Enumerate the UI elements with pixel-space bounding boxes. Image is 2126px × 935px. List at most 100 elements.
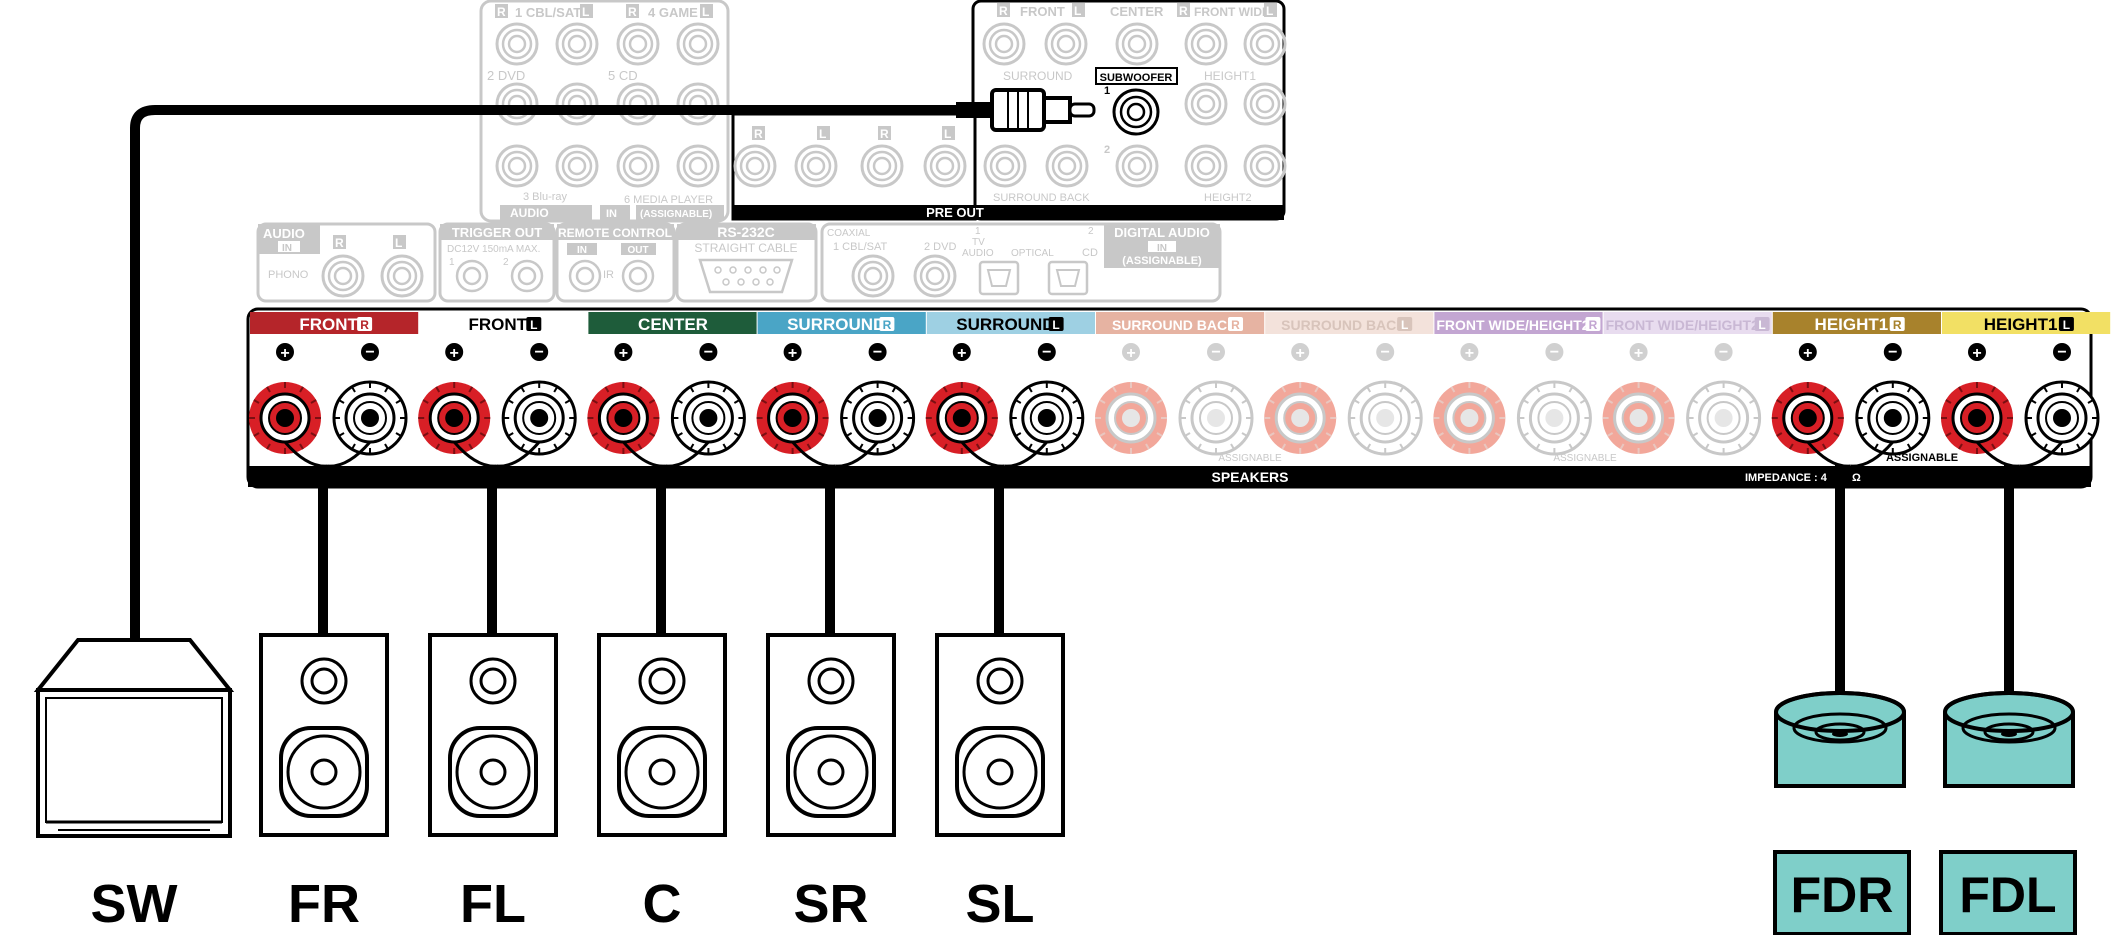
side-badge (879, 317, 895, 331)
label-fdl-box: FDL (1939, 850, 2077, 935)
channel-label-text: SURROUND BACK (1281, 317, 1406, 333)
minus-symbol: − (699, 343, 718, 361)
height-speaker-fdl (1943, 691, 2075, 788)
audio-row1-left-label: 1 CBL/SAT (515, 5, 581, 20)
channel-label-text: FRONT WIDE/HEIGHT2 (1606, 317, 1759, 333)
label-sr: SR (793, 874, 868, 934)
minus-terminal[interactable] (501, 380, 577, 456)
minus-terminal[interactable] (670, 380, 746, 456)
speakers-footer: SPEAKERS (1211, 469, 1288, 485)
side-badge (1754, 317, 1770, 331)
plus-symbol: + (1968, 343, 1986, 362)
plus-terminal[interactable] (756, 382, 829, 454)
speaker-terminal-pair-9[interactable]: +− (1771, 343, 1931, 468)
plus-terminal[interactable] (249, 382, 321, 454)
svg-text:−: − (1211, 344, 1220, 361)
minus-terminal[interactable] (1855, 380, 1931, 456)
svg-text:R: R (999, 4, 1008, 18)
preout-frontwide-label: FRONT WIDE (1194, 5, 1270, 19)
audio-r-badge-1: R (495, 4, 508, 19)
channel-label-text: FRONT WIDE/HEIGHT2 (1436, 317, 1589, 333)
speaker-terminal-pair-2[interactable]: +− (587, 343, 746, 468)
minus-symbol: − (1376, 343, 1395, 361)
speaker-terminal-pair-10[interactable]: +− (1941, 343, 2100, 468)
plus-symbol: + (1629, 343, 1648, 362)
label-fdr: FDR (1791, 867, 1894, 923)
minus-symbol: − (1207, 343, 1225, 361)
plus-terminal[interactable] (925, 382, 998, 454)
svg-text:1 CBL/SAT: 1 CBL/SAT (833, 241, 887, 253)
audio-footer-label: AUDIO (510, 206, 549, 220)
side-badge-text: R (883, 318, 892, 332)
speaker-sl (935, 633, 1065, 837)
subwoofer-jack[interactable] (1112, 88, 1160, 136)
speaker-fl (428, 633, 558, 837)
svg-text:−: − (1550, 344, 1559, 361)
preout-panel: PRE OUT FRONT CENTER FRONT WIDE SURROUND… (731, 0, 1287, 221)
plus-symbol: + (445, 343, 464, 362)
audio-row1-right-label: 4 GAME (648, 5, 698, 20)
minus-terminal[interactable] (840, 380, 916, 456)
side-badge-text: L (1758, 318, 1765, 332)
speaker-terminal-pair-3[interactable]: +− (756, 343, 916, 468)
plus-terminal[interactable] (1941, 382, 2013, 454)
channel-label-text: SURROUND BACK (1112, 317, 1237, 333)
svg-text:R: R (880, 127, 889, 141)
plus-terminal[interactable] (1771, 382, 1844, 454)
audio-footer-assignable: (ASSIGNABLE) (640, 209, 712, 220)
speaker-terminal-pair-6: +− (1264, 343, 1423, 456)
channel-label-text: FRONT (469, 315, 528, 334)
svg-text:L: L (395, 236, 402, 250)
svg-text:R: R (335, 236, 344, 250)
audio-r-badge-2: R (626, 4, 639, 19)
svg-text:DIGITAL AUDIO: DIGITAL AUDIO (1114, 225, 1210, 240)
minus-terminal[interactable] (332, 380, 408, 456)
plus-symbol: + (276, 343, 294, 362)
side-badge-text: L (530, 318, 537, 332)
preout-r-badge-3: R (752, 126, 765, 141)
minus-symbol: − (530, 343, 549, 361)
preout-l-badge-4: L (942, 126, 955, 141)
svg-text:L: L (582, 5, 589, 19)
side-badge (1397, 317, 1413, 331)
minus-terminal (1516, 380, 1592, 456)
height-speaker-fdr (1774, 691, 1906, 788)
plus-terminal[interactable] (587, 382, 660, 454)
speaker-terminal-pair-0[interactable]: +− (249, 343, 408, 468)
preout-r-badge-2: R (1177, 3, 1190, 18)
side-badge-text: L (1401, 318, 1408, 332)
svg-text:−: − (1042, 344, 1051, 361)
plus-terminal (1602, 382, 1675, 454)
svg-text:−: − (2057, 344, 2066, 361)
minus-terminal[interactable] (1009, 380, 1085, 456)
impedance-ohm: Ω (1852, 472, 1861, 484)
label-c: C (643, 874, 682, 934)
plus-symbol: + (614, 343, 633, 362)
channel-label-text: SURROUND (956, 315, 1054, 334)
svg-text:−: − (873, 344, 882, 361)
minus-symbol: − (1714, 343, 1733, 361)
preout-height1-label: HEIGHT1 (1204, 69, 1256, 83)
svg-text:2: 2 (1088, 226, 1094, 237)
channel-label-text: CENTER (638, 315, 708, 334)
svg-text:PHONO: PHONO (268, 269, 309, 281)
speaker-terminal-pair-1[interactable]: +− (418, 343, 577, 468)
svg-text:−: − (365, 344, 374, 361)
svg-text:+: + (1972, 345, 1981, 362)
preout-l-badge-2: L (1264, 3, 1277, 18)
minus-terminal[interactable] (2024, 380, 2100, 456)
label-sw: SW (91, 874, 178, 934)
svg-text:+: + (1465, 345, 1474, 362)
svg-text:2 DVD: 2 DVD (924, 241, 956, 253)
speaker-terminal-pair-7: +− (1433, 343, 1592, 456)
speaker-terminal-pair-4[interactable]: +− (925, 343, 1085, 468)
audio-row2-left-label: 2 DVD (487, 68, 525, 83)
svg-text:TRIGGER OUT: TRIGGER OUT (452, 225, 542, 240)
